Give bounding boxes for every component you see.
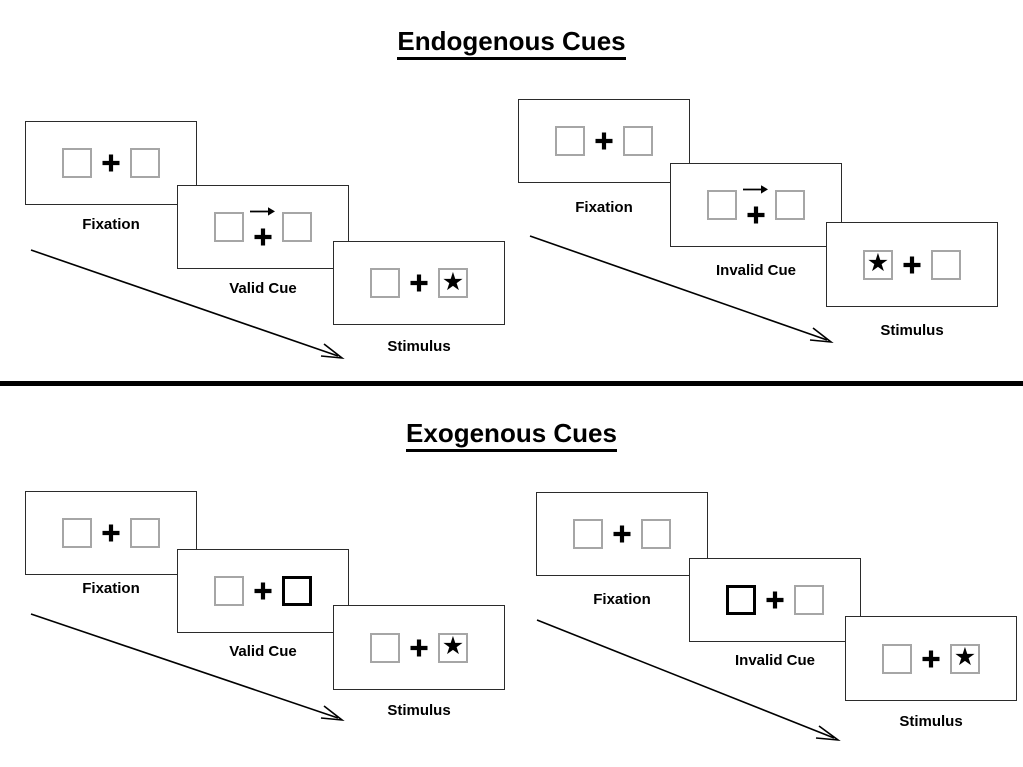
- fixation-cross-icon: [922, 650, 940, 667]
- placeholder-box-right: [623, 126, 653, 156]
- fixation-cross-icon: [102, 154, 120, 172]
- placeholder-box-right: [130, 518, 160, 548]
- section-title-exogenous-text: Exogenous Cues: [406, 418, 617, 452]
- caption-endogenous-valid-fixation: Fixation: [82, 216, 140, 233]
- caption-exogenous-invalid-cue: Invalid Cue: [734, 652, 816, 669]
- placeholder-box-left: [555, 126, 585, 156]
- arrow-right-cue-icon: [250, 206, 276, 216]
- target-box-right: ★: [950, 643, 980, 674]
- caption-endogenous-invalid-fixation: Fixation: [575, 199, 633, 216]
- caption-endogenous-invalid-cue: Invalid Cue: [715, 262, 797, 279]
- arrow-right-cue-icon: [743, 184, 769, 194]
- fixation-center: [893, 223, 931, 306]
- section-title-endogenous: Endogenous Cues: [0, 26, 1023, 60]
- caption-endogenous-invalid-stimulus: Stimulus: [880, 322, 944, 339]
- frame-endogenous-invalid-cue: [670, 163, 842, 247]
- frame-endogenous-invalid-fixation: [518, 99, 690, 183]
- fixation-center: [400, 242, 438, 324]
- caption-exogenous-valid-stimulus: Stimulus: [387, 702, 451, 719]
- fixation-center: [244, 550, 282, 632]
- cue-box-left: [726, 585, 756, 615]
- timeline-arrow-exogenous-valid: [28, 610, 353, 730]
- fixation-cross-icon: [410, 639, 428, 656]
- star-icon: ★: [441, 632, 465, 660]
- placeholder-box-left: [62, 148, 92, 178]
- placeholder-box-left: [370, 268, 400, 298]
- frame-exogenous-valid-fixation: [25, 491, 197, 575]
- fixation-cross-icon: [102, 524, 120, 542]
- fixation-center: [737, 164, 775, 246]
- fixation-center: [92, 122, 130, 204]
- placeholder-box-right: [775, 190, 805, 220]
- caption-exogenous-invalid-fixation: Fixation: [593, 591, 651, 608]
- fixation-center: [400, 606, 438, 689]
- section-title-exogenous: Exogenous Cues: [0, 418, 1023, 452]
- timeline-arrow-exogenous-invalid: [534, 616, 854, 746]
- frame-endogenous-valid-cue: [177, 185, 349, 269]
- frame-endogenous-valid-fixation: [25, 121, 197, 205]
- fixation-center: [92, 492, 130, 574]
- fixation-cross-icon: [410, 274, 428, 292]
- placeholder-box-left: [573, 519, 603, 549]
- placeholder-box-left: [214, 212, 244, 242]
- frame-exogenous-invalid-stimulus: ★: [845, 616, 1017, 701]
- caption-endogenous-valid-cue: Valid Cue: [229, 280, 297, 297]
- fixation-center: [756, 559, 794, 641]
- placeholder-box-right: [794, 585, 824, 615]
- frame-exogenous-valid-stimulus: ★: [333, 605, 505, 690]
- section-title-endogenous-text: Endogenous Cues: [397, 26, 626, 60]
- frame-endogenous-valid-stimulus: ★: [333, 241, 505, 325]
- fixation-cross-icon: [903, 256, 921, 273]
- fixation-cross-icon: [595, 132, 613, 150]
- placeholder-box-right: [282, 212, 312, 242]
- placeholder-box-left: [370, 632, 400, 663]
- fixation-cross-icon: [747, 206, 765, 224]
- star-icon: ★: [953, 643, 977, 671]
- target-box-right: ★: [438, 632, 468, 663]
- frame-exogenous-valid-cue: [177, 549, 349, 633]
- timeline-arrow-endogenous-valid: [28, 246, 353, 366]
- fixation-cross-icon: [254, 228, 272, 246]
- placeholder-box-right: [931, 249, 961, 280]
- target-box-right: ★: [438, 268, 468, 298]
- fixation-cross-icon: [766, 591, 784, 609]
- placeholder-box-left: [214, 576, 244, 606]
- cue-box-right: [282, 576, 312, 606]
- caption-endogenous-valid-stimulus: Stimulus: [387, 338, 451, 355]
- fixation-cross-icon: [254, 582, 272, 600]
- caption-exogenous-invalid-stimulus: Stimulus: [899, 713, 963, 730]
- star-icon: ★: [441, 267, 465, 296]
- fixation-center: [585, 100, 623, 182]
- fixation-center: [244, 186, 282, 268]
- placeholder-box-right: [641, 519, 671, 549]
- frame-exogenous-invalid-cue: [689, 558, 861, 642]
- target-box-left: ★: [863, 249, 893, 280]
- section-divider: [0, 381, 1023, 386]
- caption-exogenous-valid-fixation: Fixation: [82, 580, 140, 597]
- frame-endogenous-invalid-stimulus: ★: [826, 222, 998, 307]
- placeholder-box-left: [62, 518, 92, 548]
- fixation-cross-icon: [613, 525, 631, 543]
- placeholder-box-left: [707, 190, 737, 220]
- fixation-center: [603, 493, 641, 575]
- placeholder-box-left: [882, 643, 912, 674]
- caption-exogenous-valid-cue: Valid Cue: [229, 643, 297, 660]
- frame-exogenous-invalid-fixation: [536, 492, 708, 576]
- placeholder-box-right: [130, 148, 160, 178]
- timeline-arrow-endogenous-invalid: [527, 232, 847, 352]
- fixation-center: [912, 617, 950, 700]
- star-icon: ★: [866, 249, 890, 277]
